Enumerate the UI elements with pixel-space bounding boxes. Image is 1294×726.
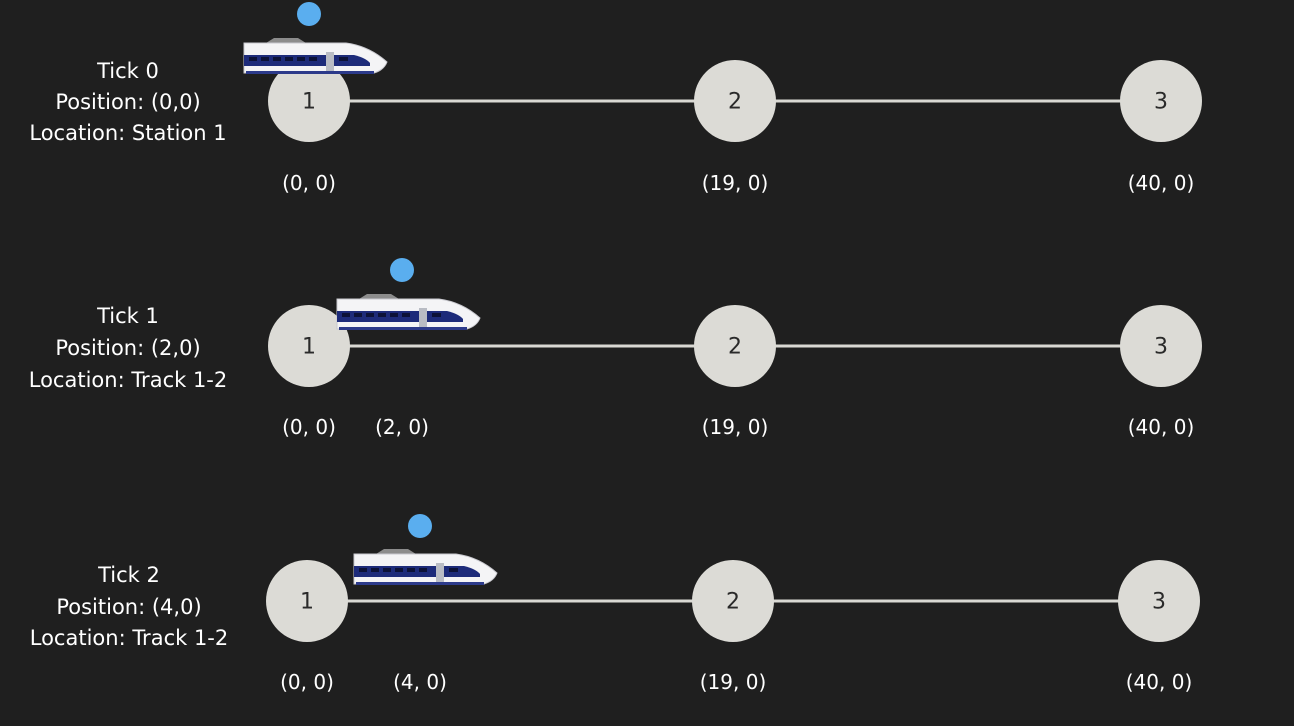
tick-label: Tick 2	[97, 563, 160, 587]
train-window	[378, 313, 386, 317]
position-label: Position: (0,0)	[55, 90, 200, 114]
train-window	[342, 313, 350, 317]
train-coordinate-label: (4, 0)	[393, 670, 447, 694]
train-position-dot	[408, 514, 432, 538]
train-window	[297, 57, 305, 61]
position-label: Position: (2,0)	[55, 336, 200, 360]
train-position-dot	[297, 2, 321, 26]
station-label: 1	[302, 335, 316, 360]
station-coordinate-label: (0, 0)	[282, 415, 336, 439]
train-window	[359, 568, 367, 572]
station-coordinate-label: (40, 0)	[1128, 171, 1195, 195]
train-underside	[356, 582, 484, 585]
station-label: 1	[302, 90, 316, 115]
train-door	[436, 563, 444, 583]
train-window	[383, 568, 391, 572]
station-label: 3	[1152, 590, 1166, 615]
train-underside	[339, 327, 467, 330]
station-node-3	[1120, 305, 1202, 387]
train-window	[402, 313, 410, 317]
tick-label: Tick 1	[96, 304, 159, 328]
train-window	[390, 313, 398, 317]
train-door	[419, 308, 427, 328]
tick-label: Tick 0	[96, 59, 159, 83]
station-label: 3	[1154, 90, 1168, 115]
station-coordinate-label: (40, 0)	[1128, 415, 1195, 439]
station-coordinate-label: (0, 0)	[282, 171, 336, 195]
station-label: 2	[726, 590, 740, 615]
station-label: 2	[728, 90, 742, 115]
train-window	[366, 313, 374, 317]
location-label: Location: Track 1-2	[29, 368, 228, 392]
station-coordinate-label: (19, 0)	[700, 670, 767, 694]
station-node-3	[1120, 60, 1202, 142]
station-node-1	[268, 60, 350, 142]
train-window	[261, 57, 269, 61]
train-window	[249, 57, 257, 61]
train-icon	[336, 294, 481, 330]
train-icon	[243, 38, 388, 74]
station-node-1	[268, 305, 350, 387]
train-window	[273, 57, 281, 61]
train-window	[285, 57, 293, 61]
station-label: 3	[1154, 335, 1168, 360]
position-label: Position: (4,0)	[56, 595, 201, 619]
station-coordinate-label: (0, 0)	[280, 670, 334, 694]
station-node-2	[694, 60, 776, 142]
train-coordinate-label: (2, 0)	[375, 415, 429, 439]
train-icon	[353, 549, 498, 585]
train-underside	[246, 71, 374, 74]
train-position-dot	[390, 258, 414, 282]
station-node-2	[692, 560, 774, 642]
tick-row-0: Tick 0 Position: (0,0) Location: Station 1…	[29, 2, 1202, 195]
train-window	[419, 568, 427, 572]
station-label: 2	[728, 335, 742, 360]
station-coordinate-label: (40, 0)	[1126, 670, 1193, 694]
tick-row-1: Tick 1 Position: (2,0) Location: Track 1-2…	[29, 258, 1202, 439]
train-window	[354, 313, 362, 317]
train-window	[432, 313, 441, 317]
tick-row-2: Tick 2 Position: (4,0) Location: Track 1-2…	[30, 514, 1200, 694]
train-window	[371, 568, 379, 572]
location-label: Location: Station 1	[29, 121, 226, 145]
train-roof	[359, 294, 399, 299]
station-node-1	[266, 560, 348, 642]
train-window	[309, 57, 317, 61]
station-coordinate-label: (19, 0)	[702, 171, 769, 195]
train-roof	[266, 38, 306, 43]
station-node-2	[694, 305, 776, 387]
train-window	[339, 57, 348, 61]
train-window	[395, 568, 403, 572]
train-roof	[376, 549, 416, 554]
train-door	[326, 52, 334, 72]
station-node-3	[1118, 560, 1200, 642]
train-window	[449, 568, 458, 572]
station-label: 1	[300, 590, 314, 615]
station-coordinate-label: (19, 0)	[702, 415, 769, 439]
train-window	[407, 568, 415, 572]
location-label: Location: Track 1-2	[30, 626, 229, 650]
